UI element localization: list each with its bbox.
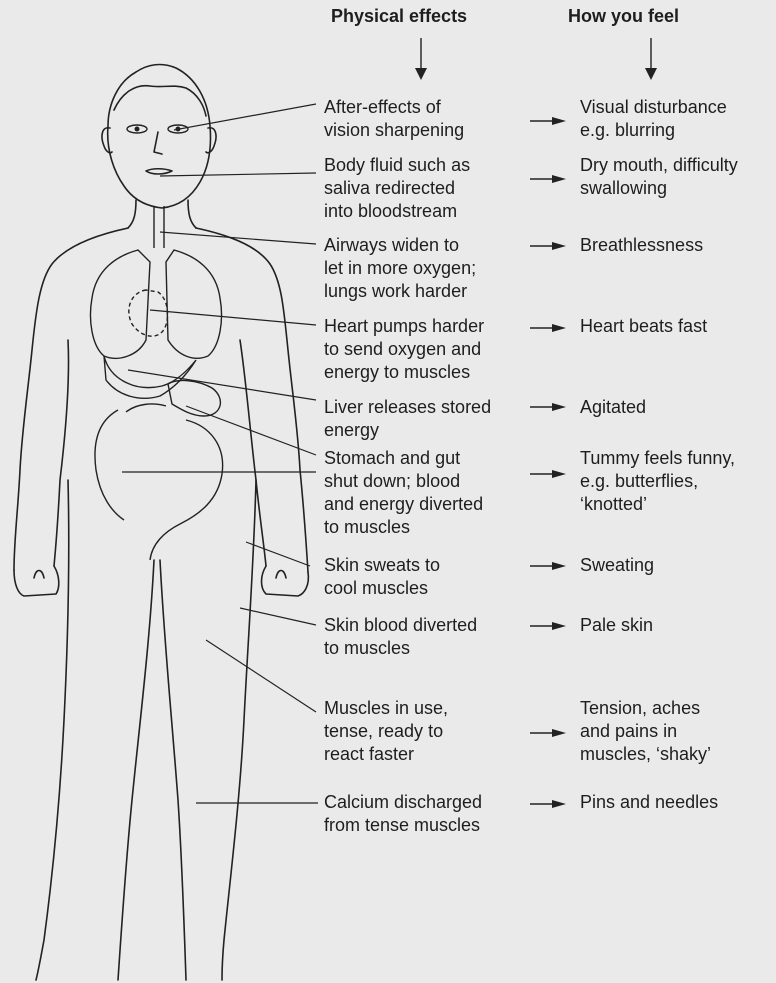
feeling-3: Breathlessness [580, 234, 703, 257]
leader-airways [160, 232, 316, 244]
effect-arrow-1 [530, 117, 566, 125]
feeling-5: Agitated [580, 396, 646, 419]
physical-effect-5: Liver releases stored energy [324, 396, 491, 442]
effect-arrow-2 [530, 175, 566, 183]
leader-liver [128, 370, 316, 400]
effect-arrow-6 [530, 470, 566, 478]
leader-heart [150, 310, 316, 325]
physical-effect-4: Heart pumps harder to send oxygen and en… [324, 315, 484, 384]
effect-arrow-4 [530, 324, 566, 332]
physical-effect-10: Calcium discharged from tense muscles [324, 791, 482, 837]
leader-mouth [160, 173, 316, 176]
header-arrow-feel [645, 38, 657, 80]
feeling-10: Pins and needles [580, 791, 718, 814]
feeling-9: Tension, aches and pains in muscles, ‘sh… [580, 697, 711, 766]
effect-arrow-10 [530, 800, 566, 808]
feeling-6: Tummy feels funny, e.g. butterflies, ‘kn… [580, 447, 735, 516]
feeling-1: Visual disturbance e.g. blurring [580, 96, 727, 142]
leader-stomach [186, 406, 316, 455]
leader-eye [174, 104, 316, 130]
leader-skin-blood [240, 608, 316, 625]
effect-arrow-9 [530, 729, 566, 737]
leader-skin-sweat [246, 542, 310, 566]
feeling-4: Heart beats fast [580, 315, 707, 338]
physical-effect-8: Skin blood diverted to muscles [324, 614, 477, 660]
physical-effect-2: Body fluid such as saliva redirected int… [324, 154, 470, 223]
feeling-7: Sweating [580, 554, 654, 577]
feeling-2: Dry mouth, difficulty swallowing [580, 154, 738, 200]
effect-arrow-8 [530, 622, 566, 630]
leader-muscles [206, 640, 316, 712]
feeling-8: Pale skin [580, 614, 653, 637]
physical-effect-9: Muscles in use, tense, ready to react fa… [324, 697, 448, 766]
effect-arrow-7 [530, 562, 566, 570]
header-arrow-physical [415, 38, 427, 80]
physical-effect-6: Stomach and gut shut down; blood and ene… [324, 447, 483, 539]
effect-arrow-3 [530, 242, 566, 250]
physical-effect-1: After-effects of vision sharpening [324, 96, 464, 142]
effect-arrow-5 [530, 403, 566, 411]
physical-effect-3: Airways widen to let in more oxygen; lun… [324, 234, 476, 303]
physical-effect-7: Skin sweats to cool muscles [324, 554, 440, 600]
